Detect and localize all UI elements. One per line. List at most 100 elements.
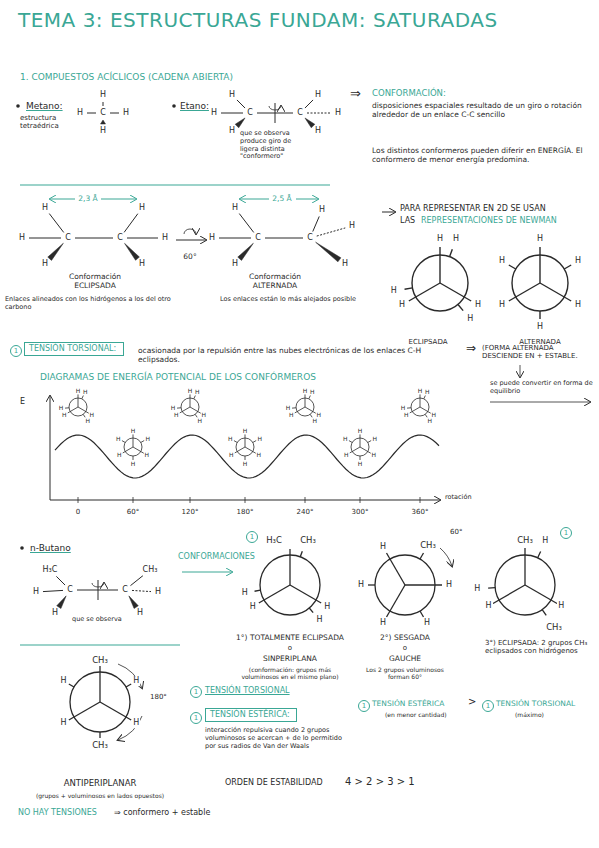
atom-label: H xyxy=(348,221,356,231)
bond-line xyxy=(110,113,119,114)
note-text: Los 2 grupos voluminosos forman 60° xyxy=(360,666,450,680)
atom-label: H xyxy=(557,601,565,611)
atom-label: 2,5 Å xyxy=(271,194,292,203)
note-text: Los enlaces están lo más alejados posibl… xyxy=(220,296,380,304)
wedge-bond xyxy=(238,243,254,260)
atom-label: C xyxy=(116,233,124,243)
atom-label: H xyxy=(161,233,169,243)
note-text: LAS xyxy=(400,216,415,226)
bond-line xyxy=(405,584,442,585)
bond-line xyxy=(103,102,104,106)
callout-number: 1 xyxy=(190,686,202,698)
bond-line xyxy=(275,103,276,123)
term-box: TENSIÓN TORSIONAL: xyxy=(24,342,124,356)
atom-label: H xyxy=(58,405,65,412)
atom-label: H xyxy=(452,234,460,244)
wedge-bond xyxy=(316,242,341,262)
atom-label: H xyxy=(115,435,122,442)
bond-line xyxy=(488,587,495,589)
bond-line xyxy=(190,394,191,407)
atom-label: H xyxy=(357,460,364,467)
bond-line xyxy=(440,283,471,301)
atom-label: H xyxy=(130,427,137,434)
bond-line xyxy=(100,702,131,720)
wedge-bond xyxy=(101,120,106,124)
atom-label: 60° xyxy=(182,252,197,261)
atom-label: ANTIPERIPLANAR xyxy=(63,778,138,788)
bond-line xyxy=(305,497,306,503)
atom-label: H xyxy=(132,676,140,686)
atom-label: 0 xyxy=(75,508,81,516)
atom-label: H xyxy=(228,126,236,136)
atom-label: 360° xyxy=(411,508,430,516)
bond-line xyxy=(65,407,69,408)
bond-line xyxy=(127,238,158,239)
bond-line xyxy=(540,283,571,301)
bond-line xyxy=(420,611,424,617)
bond-line xyxy=(450,249,453,257)
note-text: rotación xyxy=(445,494,472,502)
bond-line xyxy=(69,684,74,687)
note-text: ORDEN DE ESTABILIDAD xyxy=(225,778,323,788)
note-text: ⇒ xyxy=(466,341,476,355)
atom-label: H xyxy=(379,618,387,628)
bond-line xyxy=(190,497,191,503)
bond-line xyxy=(99,666,100,702)
atom-label: H xyxy=(403,411,410,418)
section-heading: Etano: xyxy=(180,101,209,112)
atom-label: H xyxy=(316,615,324,625)
atom-label: H xyxy=(116,451,123,458)
callout-number: 1 xyxy=(246,531,258,543)
atom-label: C xyxy=(64,233,72,243)
bond-line xyxy=(101,199,136,200)
bond-line xyxy=(133,434,134,447)
atom-label: H xyxy=(342,435,349,442)
bond-line xyxy=(382,212,395,213)
atom-label: H xyxy=(256,435,263,442)
atom-label: H xyxy=(314,126,322,136)
note-text: REPRESENTACIONES DE NEWMAN xyxy=(421,216,557,226)
atom-label: o xyxy=(402,644,408,652)
bond-line xyxy=(29,238,61,239)
atom-label: H xyxy=(417,387,424,394)
atom-label: C xyxy=(246,108,254,118)
atom-label: H xyxy=(424,388,431,395)
atom-label: 2°) SESGADA xyxy=(379,633,431,642)
note-text: estructura tetraédrica xyxy=(20,114,70,131)
note-text: Los distintos conformeros pueden diferir… xyxy=(372,146,587,164)
atom-label: H xyxy=(228,451,235,458)
atom-label: H xyxy=(536,322,544,332)
bond-line xyxy=(133,456,134,460)
bond-line xyxy=(124,214,138,233)
bond-line xyxy=(50,199,75,200)
note-text: que se observa xyxy=(72,616,122,624)
atom-label: H xyxy=(75,387,82,394)
atom-label: 1°) TOTALMENTE ECLIPSADA xyxy=(235,633,345,642)
atom-label: H xyxy=(122,108,130,118)
atom-label: H xyxy=(400,405,407,412)
atom-label: H xyxy=(99,126,107,136)
bond-line xyxy=(300,551,302,557)
bond-line xyxy=(387,585,406,617)
atom-label: H xyxy=(249,602,257,612)
atom-label: H xyxy=(288,411,295,418)
note-text: que se observa produce giro de ligera di… xyxy=(240,130,302,161)
atom-label: H xyxy=(498,256,506,266)
atom-label: H₃C xyxy=(265,535,283,545)
bond-line xyxy=(237,100,245,108)
atom-label: H xyxy=(208,233,216,243)
bond-line xyxy=(245,447,256,454)
bond-line xyxy=(255,590,261,591)
atom-label: C xyxy=(306,233,314,243)
note-text: (máximo) xyxy=(515,711,544,718)
atom-label: H xyxy=(51,608,59,618)
bond-line xyxy=(69,702,100,720)
bond-line xyxy=(82,395,84,399)
bond-line xyxy=(368,584,375,585)
atom-label: H xyxy=(32,587,40,597)
bond-line xyxy=(296,199,318,200)
section-heading: TENSIÓN TORSIONAL xyxy=(205,686,290,696)
bond-line xyxy=(122,441,125,443)
bond-line xyxy=(360,447,371,454)
bond-line xyxy=(78,407,89,414)
